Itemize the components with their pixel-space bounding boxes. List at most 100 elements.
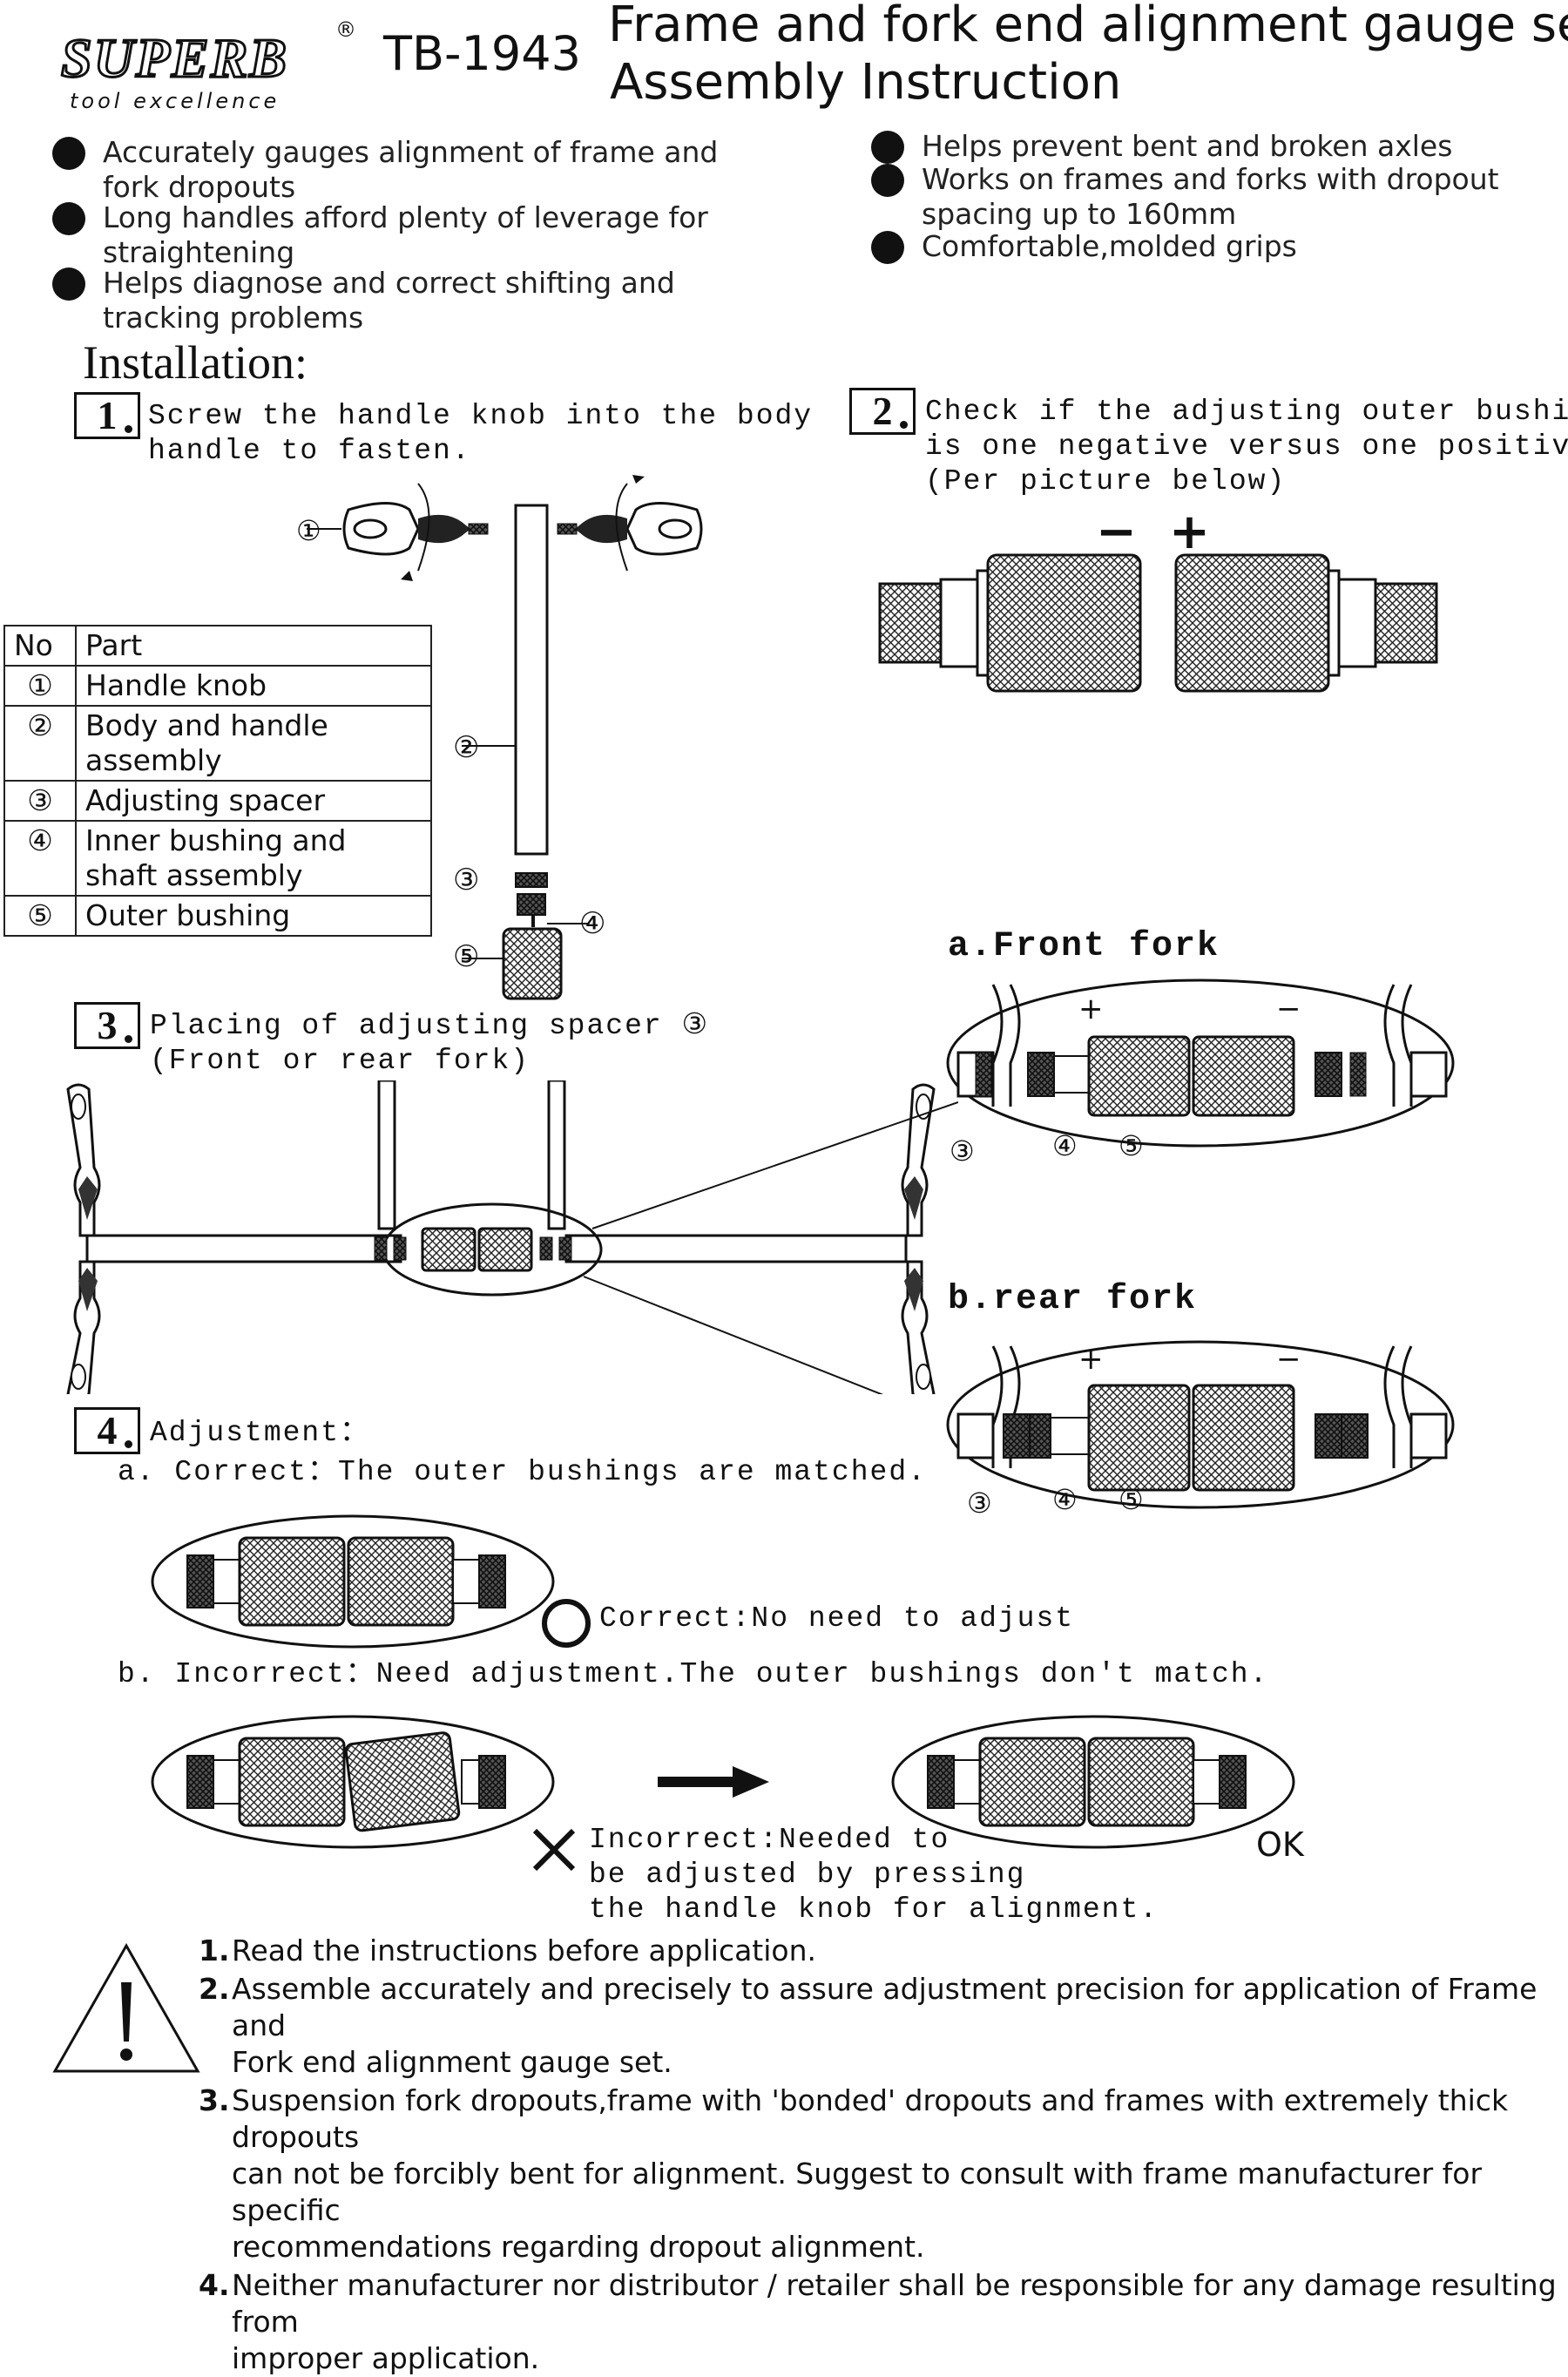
model-number: TB-1943 bbox=[383, 26, 581, 81]
step2-text: is one negative versus one positive. bbox=[925, 430, 1568, 463]
plus-sign: + bbox=[1169, 504, 1210, 560]
rear-fork-label: b.rear fork bbox=[948, 1280, 1198, 1319]
table-row: ② Body and handle assembly bbox=[3, 705, 432, 782]
table-header: No bbox=[3, 625, 77, 667]
bullet-icon bbox=[52, 202, 85, 235]
callout-body-assembly: ② bbox=[453, 730, 480, 765]
warning-list: 1. Read the instructions before applicat… bbox=[199, 1933, 1558, 2377]
part-name: Outer bushing bbox=[75, 895, 432, 937]
step3-text: (Front or rear fork) bbox=[150, 1045, 531, 1077]
minus-sign: − bbox=[1276, 992, 1301, 1026]
step-number: 3 bbox=[97, 1003, 118, 1047]
part-name: Handle knob bbox=[75, 665, 432, 707]
callout-outer-bushing: ⑤ bbox=[1119, 1129, 1144, 1162]
ok-bushings-illustration bbox=[891, 1715, 1295, 1849]
warning-text: Neither manufacturer nor distributor / r… bbox=[232, 2268, 1557, 2339]
bullet-icon bbox=[871, 164, 904, 197]
step1-text: handle to fasten. bbox=[148, 435, 471, 467]
table-row: ⑤ Outer bushing bbox=[3, 895, 432, 937]
correct-circle-icon bbox=[542, 1599, 591, 1648]
warning-text: recommendations regarding dropout alignm… bbox=[232, 2230, 925, 2264]
feature-text: fork dropouts bbox=[103, 170, 296, 204]
rear-fork-detail-illustration bbox=[946, 1340, 1455, 1509]
correct-bushings-illustration bbox=[151, 1514, 555, 1649]
feature-item: Helps prevent bent and broken axles bbox=[871, 129, 1452, 164]
table-row: ① Handle knob bbox=[3, 665, 432, 707]
page-title: Frame and fork end alignment gauge set bbox=[608, 0, 1568, 53]
feature-item: Long handles afford plenty of leverage f… bbox=[52, 200, 708, 270]
parts-table: No Part ① Handle knob ② Body and handle … bbox=[3, 625, 432, 937]
step4-incorrect-text: b. Incorrect：Need adjustment.The outer b… bbox=[118, 1658, 1269, 1690]
warning-number: 1. bbox=[199, 1933, 230, 1967]
table-header: Part bbox=[75, 625, 432, 667]
warning-text: Fork end alignment gauge set. bbox=[232, 2045, 672, 2079]
minus-sign: − bbox=[1096, 504, 1137, 560]
logo-wordmark: SUPERB bbox=[60, 26, 288, 91]
table-header-row: No Part bbox=[3, 625, 432, 667]
callout-inner-bushing: ④ bbox=[1052, 1129, 1078, 1162]
logo-tagline: tool excellence bbox=[70, 89, 280, 113]
step-number: 2 bbox=[872, 389, 893, 433]
page-subtitle: Assembly Instruction bbox=[610, 54, 1122, 111]
warning-text: improper application. bbox=[232, 2341, 540, 2375]
feature-item: Works on frames and forks with dropout s… bbox=[871, 162, 1499, 232]
step4-correct-text: a. Correct：The outer bushings are matche… bbox=[118, 1456, 927, 1488]
step4-heading: Adjustment： bbox=[150, 1417, 371, 1449]
callout-handle-knob: ① bbox=[296, 514, 321, 547]
warning-item: 4. Neither manufacturer nor distributor … bbox=[199, 2267, 1558, 2377]
correct-note: Correct:No need to adjust bbox=[599, 1602, 1075, 1635]
feature-item: Comfortable,molded grips bbox=[871, 229, 1297, 264]
gauge-assembly-illustration bbox=[66, 1080, 958, 1394]
warning-item: 2. Assemble accurately and precisely to … bbox=[199, 1971, 1558, 2081]
callout-outer-bushing: ⑤ bbox=[453, 939, 480, 974]
feature-text: Accurately gauges alignment of frame and bbox=[103, 135, 719, 169]
step-number-box: 4 bbox=[74, 1407, 140, 1454]
warning-text: can not be forcibly bent for alignment. … bbox=[232, 2157, 1483, 2227]
warning-text: Read the instructions before application… bbox=[232, 1933, 817, 1967]
warning-number: 3. bbox=[199, 2083, 230, 2117]
part-name-line: shaft assembly bbox=[85, 858, 303, 892]
part-number: ① bbox=[3, 665, 77, 707]
brand-logo: SUPERB ® tool excellence bbox=[60, 17, 356, 113]
part-name: Body and handle assembly bbox=[75, 705, 432, 782]
callout-adjusting-spacer: ③ bbox=[967, 1486, 992, 1520]
front-fork-label: a.Front fork bbox=[948, 927, 1220, 966]
bullet-icon bbox=[52, 267, 85, 301]
warning-text: Assemble accurately and precisely to ass… bbox=[232, 1972, 1538, 2042]
warning-item: 3. Suspension fork dropouts,frame with '… bbox=[199, 2082, 1558, 2265]
warning-number: 4. bbox=[199, 2268, 230, 2302]
step-number-box: 2 bbox=[849, 388, 916, 435]
bullet-icon bbox=[871, 131, 904, 164]
bullet-icon bbox=[52, 137, 85, 170]
incorrect-bushings-illustration bbox=[151, 1715, 555, 1849]
bullet-icon bbox=[871, 231, 904, 264]
incorrect-x-icon bbox=[532, 1828, 576, 1872]
step3-text: Placing of adjusting spacer ③ bbox=[150, 1010, 710, 1042]
warning-item: 1. Read the instructions before applicat… bbox=[199, 1933, 1558, 1969]
plus-sign: + bbox=[1078, 992, 1104, 1026]
callout-inner-bushing: ④ bbox=[1052, 1483, 1078, 1516]
warning-number: 2. bbox=[199, 1972, 230, 2006]
bushings-illustration bbox=[878, 553, 1438, 693]
minus-sign: − bbox=[1276, 1342, 1301, 1377]
feature-item: Helps diagnose and correct shifting and … bbox=[52, 266, 675, 335]
front-fork-detail-illustration bbox=[946, 979, 1455, 1148]
plus-sign: + bbox=[1078, 1342, 1104, 1377]
part-number: ② bbox=[3, 705, 77, 782]
incorrect-note: be adjusted by pressing bbox=[589, 1859, 1026, 1891]
step2-text: (Per picture below) bbox=[925, 465, 1287, 498]
callout-inner-bushing: ④ bbox=[579, 906, 606, 941]
feature-text: Comfortable,molded grips bbox=[922, 229, 1297, 263]
feature-text: Helps prevent bent and broken axles bbox=[922, 129, 1453, 163]
step2-text: Check if the adjusting outer bushing bbox=[925, 396, 1568, 428]
warning-icon bbox=[52, 1942, 200, 2073]
callout-adjusting-spacer: ③ bbox=[453, 863, 480, 897]
callout-adjusting-spacer: ③ bbox=[950, 1134, 975, 1168]
table-row: ④ Inner bushing and shaft assembly bbox=[3, 820, 432, 897]
incorrect-note: Incorrect:Needed to bbox=[589, 1824, 950, 1856]
feature-text: straightening bbox=[103, 235, 295, 269]
warning-text: Suspension fork dropouts,frame with 'bon… bbox=[232, 2083, 1509, 2154]
arrow-right-icon bbox=[658, 1766, 769, 1798]
step-number: 4 bbox=[97, 1408, 118, 1453]
part-number: ⑤ bbox=[3, 895, 77, 937]
